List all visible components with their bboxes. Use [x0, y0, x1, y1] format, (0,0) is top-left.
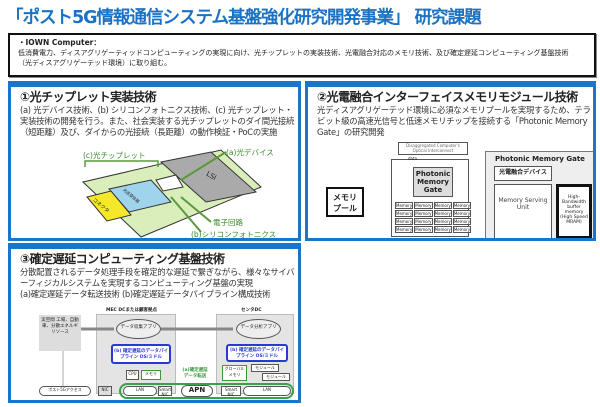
- analyze-app: データ分析アプリ: [236, 319, 281, 339]
- device-box: 光電融合デバイス: [494, 166, 552, 181]
- collect-app: データ収集アプリ: [116, 319, 161, 339]
- memory-chip: Memory: [414, 218, 433, 225]
- apn-pill: APN: [181, 385, 213, 397]
- memory-box: メモリ: [141, 370, 161, 380]
- memory-chip: Memory: [433, 218, 452, 225]
- lan-pill-center: LAN: [243, 386, 291, 396]
- summary-line2: （光ディスアグリゲーテッド環境）に取り組む。: [18, 59, 172, 67]
- msu-box: Memory Serving Unit: [494, 184, 552, 238]
- panel1-text: (a) 光デバイス技術、(b) シリコンフォトニクス技術、(c) 光チップレット…: [20, 105, 295, 137]
- memory-chip: Memory: [395, 210, 414, 217]
- mec-label: MEC DCまたは顧客拠点: [106, 308, 157, 313]
- memory-chip: Memory: [452, 226, 472, 233]
- real-space-box: 実空間 工場、自動車、分散エネルギリソース: [39, 315, 81, 351]
- pipeline-box-center: (b) 確定遅延のデータパイプライン OS/ミドル: [226, 344, 288, 362]
- memory-chip: Memory: [452, 210, 472, 217]
- memory-chip: Memory: [414, 226, 433, 233]
- memory-chip: Memory: [452, 218, 472, 225]
- interconnect-box: Disaggregated Computer's Optical Interco…: [398, 142, 468, 155]
- pmg-detail-title: Photonic Memory Gate: [495, 155, 585, 163]
- pmg-detail: Photonic Memory Gate 光電融合デバイス Memory Ser…: [485, 151, 593, 238]
- module-box: モジュール: [251, 364, 279, 372]
- center-label: センタDC: [241, 308, 262, 313]
- lan-pill-mec: LAN: [123, 386, 157, 396]
- memory-chip: Memory: [395, 226, 414, 233]
- page-title: 「ポスト5G情報通信システム基盤強化研究開発事業」 研究課題: [6, 8, 482, 28]
- panel3-text: 分散配置されるデータ処理手段を確定的な遅延で繋ぎながら、様々なサイバーフィジカル…: [20, 267, 295, 288]
- panel1-heading: ①光チップレット実装技術: [20, 90, 157, 104]
- apn-frame: [119, 383, 294, 399]
- label-optical-device: (a)光デバイス: [226, 148, 274, 157]
- memory-chip: Memory: [395, 218, 414, 225]
- label-chiplet: (c)光チップレット: [83, 151, 146, 160]
- smartnic-mec: Smart NIC: [158, 386, 172, 397]
- memory-chip: Memory: [414, 202, 433, 209]
- memory-chip: Memory: [395, 202, 414, 209]
- access-pill: ポスト5Gアクセス: [39, 386, 91, 396]
- memory-pool-box: メモリプール: [326, 187, 364, 217]
- panel3-text2: (a)確定遅延データ転送技術 (b)確定遅延データパイプライン構成技術: [20, 289, 271, 299]
- module-box: モジュール: [262, 373, 290, 381]
- summary-box: ・IOWN Computer： 低消費電力、ディスアグリゲーティッドコンピューテ…: [8, 33, 596, 77]
- panel3-heading: ③確定遅延コンピューティング基盤技術: [20, 252, 225, 266]
- nic-box: NIC: [98, 386, 112, 396]
- memory-chip: Memory: [433, 210, 452, 217]
- data-label: data: [408, 156, 418, 161]
- memory-chip: Memory: [433, 226, 452, 233]
- panel2-heading: ②光電融合インターフェイスメモリモジュール技術: [317, 90, 578, 104]
- global-memory-box: グローバルメモリ: [222, 365, 247, 381]
- flow-arrows: [62, 327, 233, 389]
- chiplet-illustration: [81, 149, 262, 238]
- memory-chip: Memory: [433, 202, 452, 209]
- memory-chip: Memory: [452, 202, 472, 209]
- panel-deterministic-computing: ③確定遅延コンピューティング基盤技術 分散配置されるデータ処理手段を確定的な遅延…: [8, 243, 301, 403]
- label-silicon-photonics: (b)シリコンフォトニクス: [191, 230, 277, 239]
- summary-line1: 低消費電力、ディスアグリゲーティッドコンピューティングの実現に向け、光チップレッ…: [18, 49, 569, 57]
- hbm-box: High-Bandwidth buffer memory (High Speed…: [556, 184, 592, 238]
- smartnic-center: Smart NIC: [221, 386, 241, 397]
- transfer-label: (a)確定遅延データ転送: [182, 368, 208, 379]
- pmg-box: Photonic Memory Gate: [413, 167, 453, 197]
- cpu-box: CPU: [126, 370, 139, 380]
- panel-optical-chiplet: ①光チップレット実装技術 (a) 光デバイス技術、(b) シリコンフォトニクス技…: [8, 81, 301, 241]
- summary-heading: ・IOWN Computer：: [18, 38, 101, 47]
- memory-chip: Memory: [414, 210, 433, 217]
- pipeline-box-mec: (b) 確定遅延のデータパイプライン OS/ミドル: [111, 344, 171, 364]
- label-circuit: 電子回路: [213, 218, 243, 227]
- panel-memory-module: ②光電融合インターフェイスメモリモジュール技術 光ディスアグリゲーテッド環境に必…: [305, 81, 596, 241]
- panel2-text: 光ディスアグリゲーテッド環境に必須なメモリプールを実現するため、テラビット級の高…: [317, 105, 591, 137]
